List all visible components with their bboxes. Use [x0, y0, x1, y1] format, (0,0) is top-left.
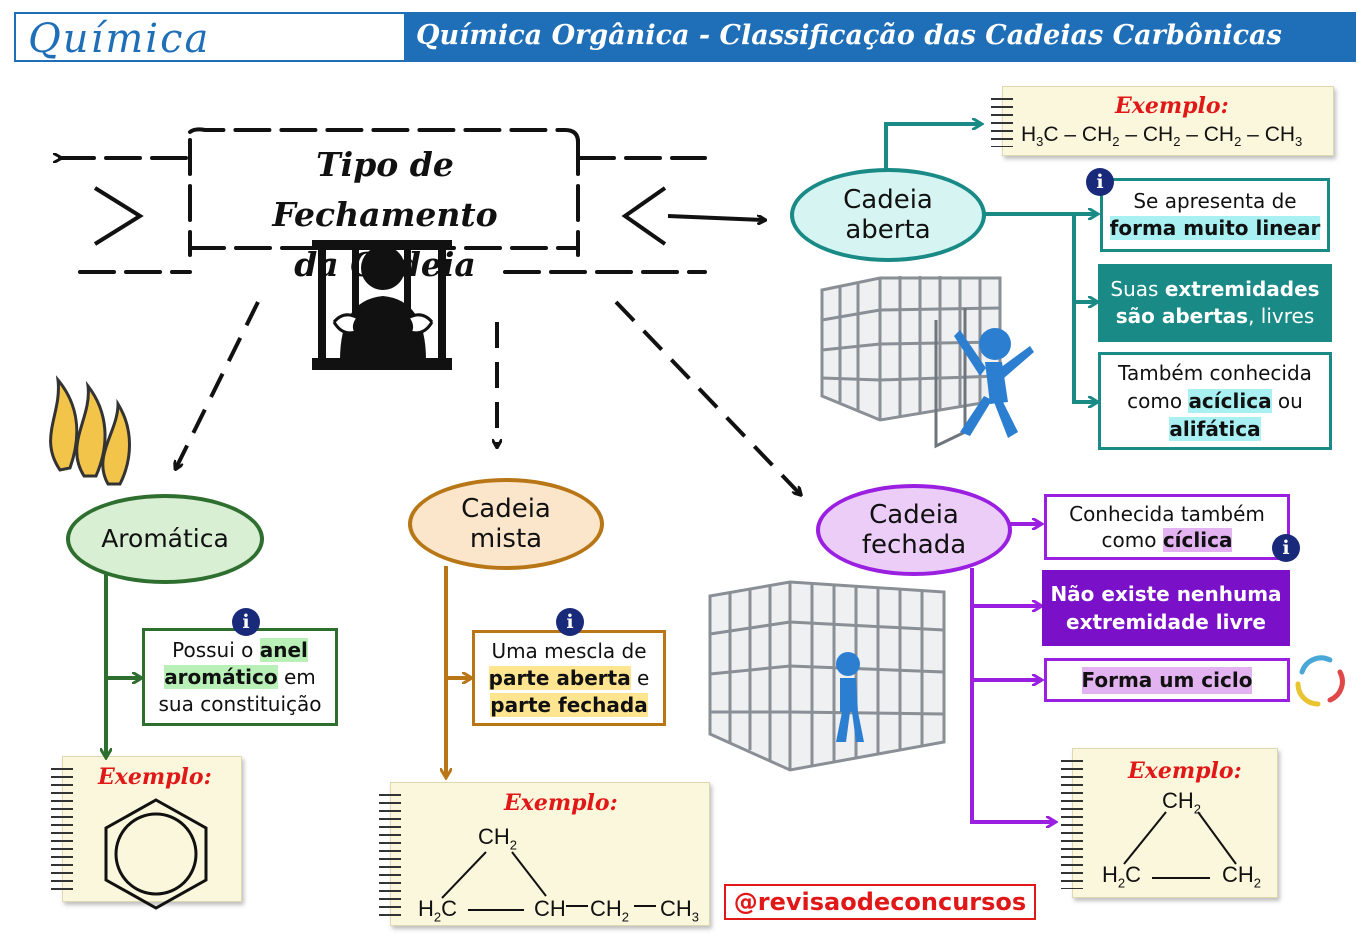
header-title-box: Química Orgânica - Classificação das Cad… — [404, 12, 1356, 62]
fechada-formula-ch2-right: CH2 — [1222, 862, 1262, 891]
fechada-box1-text-b: como — [1101, 528, 1157, 552]
fechada-structure-bonds — [1123, 811, 1237, 879]
aberta-box3-text-c: ou — [1277, 389, 1303, 413]
ribbon-right-chevron — [621, 186, 667, 246]
fechada-formula-h2c: H2C — [1102, 862, 1142, 891]
aberta-box1-highlight: forma muito linear — [1109, 216, 1321, 240]
aberta-box2-hl1: extremidades — [1164, 277, 1320, 301]
fechada-label-1: Cadeia — [869, 500, 959, 530]
fechada-box-ciclo: Forma um ciclo — [1044, 658, 1290, 702]
aberta-example-title: Exemplo: — [1115, 93, 1229, 119]
aberta-box-aciclica: Também conhecida como acíclica ou alifátic… — [1098, 352, 1332, 450]
aberta-box1-text: Se apresenta de — [1133, 189, 1297, 213]
banner-line1: Tipo de Fechamento — [272, 145, 498, 234]
mista-box-text-a: Uma mescla de — [491, 638, 647, 663]
header-title: Química Orgânica - Classificação das Cad… — [416, 20, 1282, 51]
arrow-to-aberta — [667, 214, 764, 220]
cycle-arrows-icon — [1295, 655, 1345, 707]
ribbon-left-chevron — [93, 186, 144, 246]
mista-formula-ch2-top: CH2 — [478, 824, 518, 853]
fechada-example-title: Exemplo: — [1128, 758, 1242, 784]
aromatica-box-text-a: Possui o — [172, 637, 254, 662]
mista-box-hl2: parte fechada — [490, 692, 648, 717]
banner-title: Tipo de Fechamento da Cadeia — [200, 140, 570, 284]
fechada-box2-line1: Não existe nenhuma — [1050, 582, 1282, 606]
fechada-box1-hl: cíclica — [1162, 528, 1233, 552]
mista-structure-bonds — [441, 851, 656, 911]
stick-figure-escaping-icon — [954, 328, 1034, 438]
aberta-box-linear: Se apresenta de forma muito linear — [1100, 178, 1330, 252]
benzene-ring-diagram — [104, 798, 208, 910]
info-icon[interactable]: i — [556, 608, 584, 636]
mista-formula-ch: CH — [534, 896, 566, 921]
header-subject: Química — [28, 16, 211, 62]
fechada-box3-hl: Forma um ciclo — [1081, 666, 1253, 694]
fechada-formula-ch2-top: CH2 — [1162, 788, 1202, 817]
aromatica-label: Aromática — [101, 524, 229, 553]
header-subject-box: Química — [14, 12, 406, 62]
aberta-box2-hl2: são abertas — [1115, 304, 1249, 328]
arrow-to-aromatica — [176, 301, 260, 468]
aromatica-box-text-b: em — [284, 664, 316, 689]
aberta-box2-text-b: , livres — [1248, 304, 1315, 328]
aberta-label-1: Cadeia — [843, 185, 933, 215]
mista-box-hl1: parte aberta — [488, 665, 631, 690]
node-aromatica: Aromática — [66, 494, 264, 584]
prisoner-icon — [312, 240, 452, 370]
mista-formula-ch2: CH2 — [590, 896, 630, 925]
aberta-box3-hl2: alifática — [1169, 417, 1261, 441]
mista-label-2: mista — [469, 524, 543, 554]
mista-box-text-b: e — [637, 665, 650, 690]
notebook-spiral — [991, 95, 1013, 147]
aberta-example-card: Exemplo: H3C – CH2 – CH2 – CH2 – CH3 — [991, 86, 1334, 156]
aromatica-box-hl2: aromático — [164, 664, 278, 689]
aberta-box-extremidades: Suas extremidades são abertas, livres — [1098, 264, 1332, 342]
fechada-label-2: fechada — [861, 530, 967, 560]
mista-formula-ch3: CH3 — [660, 896, 700, 925]
fechada-box2-line2: extremidade livre — [1066, 610, 1266, 634]
aberta-box3-text-b: como — [1127, 389, 1183, 413]
closed-cage-image — [708, 580, 946, 772]
mista-formula-h2c: H2C — [418, 896, 458, 925]
arrow-to-fechada — [614, 300, 800, 494]
info-icon[interactable]: i — [232, 608, 260, 636]
mista-label-1: Cadeia — [461, 494, 551, 524]
banner-line2: da Cadeia — [294, 245, 476, 284]
aromatica-box-hl1: anel — [259, 637, 308, 662]
fechada-box1-text-a: Conhecida também — [1069, 502, 1265, 526]
aberta-box2-text-a: Suas — [1110, 277, 1159, 301]
info-icon[interactable]: i — [1086, 168, 1114, 196]
aberta-label-2: aberta — [845, 215, 931, 245]
credit-handle: @revisaodeconcursos — [724, 884, 1036, 920]
fechada-box-extremidade: Não existe nenhuma extremidade livre — [1042, 570, 1290, 646]
aberta-formula: H3C – CH2 – CH2 – CH2 – CH3 — [1021, 123, 1303, 150]
aromatica-example-title: Exemplo: — [98, 764, 212, 790]
info-icon[interactable]: i — [1272, 534, 1300, 562]
aromatica-box-text-c: sua constituição — [158, 691, 322, 716]
stick-figure-trapped-icon — [836, 652, 864, 742]
aroma-flame-icon — [49, 375, 131, 486]
aberta-box3-text-a: Também conhecida — [1118, 361, 1312, 385]
aromatica-example-card: Exemplo: — [62, 756, 242, 902]
open-cage-image — [820, 276, 1002, 449]
mista-example-title: Exemplo: — [504, 790, 618, 816]
aberta-box3-hl1: acíclica — [1188, 389, 1272, 413]
